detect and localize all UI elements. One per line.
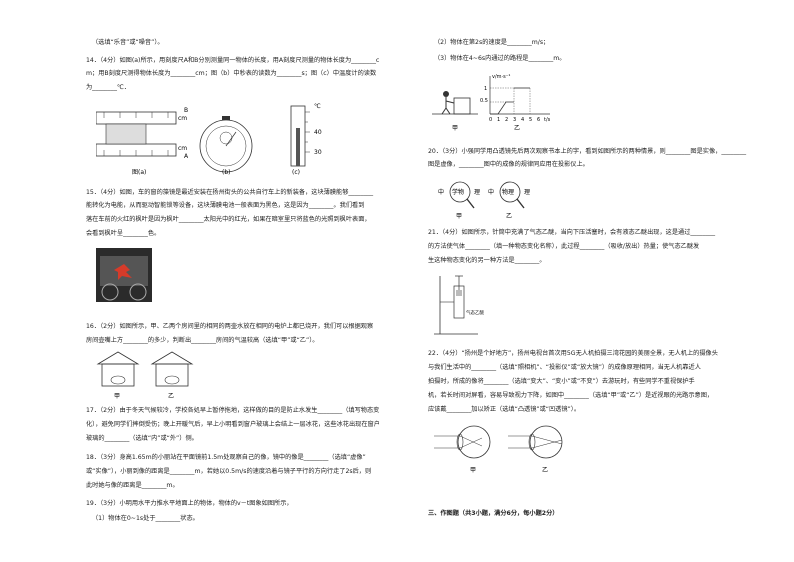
fig20-right-side2: 理 bbox=[524, 189, 530, 196]
graph-x0: 0 bbox=[489, 117, 492, 123]
q22-line1: 22．（4分）“扬州是个好地方”，扬州电视台首次用5G无人机拍摄三湾花园的美丽全… bbox=[428, 350, 718, 357]
thermo-40: 40 bbox=[314, 129, 322, 136]
house-jia: 甲 bbox=[96, 351, 140, 400]
q14-line2: m；用B刻度尺测得物体长度为________cm；图（b）中秒表的读数为____… bbox=[86, 70, 377, 77]
ruler-figure-a: cm cm B A 图(a) bbox=[96, 107, 189, 176]
ruler-b-label: B bbox=[184, 107, 188, 114]
ruler-b-unit: cm bbox=[178, 115, 187, 122]
fig20-left-side2: 中 bbox=[488, 188, 494, 196]
fig20-right-side: 理 bbox=[474, 189, 480, 196]
q13-tail: （选填“乐音”或“噪音”）。 bbox=[92, 39, 164, 46]
caption-a: 图(a) bbox=[132, 169, 146, 176]
fig20-left-side: 中 bbox=[438, 188, 444, 196]
q18-line2: 或“实像”），小丽到像的距离是________m，若她以0.5m/s的速度沿着与… bbox=[86, 468, 372, 475]
graph-x4: 4 bbox=[521, 117, 524, 123]
q22-line4: 机，若长时间对屏看，容易导致视力下降，如图中________（选填“甲”或“乙”… bbox=[428, 392, 714, 399]
ruler-a-unit: cm bbox=[178, 145, 187, 152]
fig21-label: 气态乙醚 bbox=[466, 309, 484, 316]
fig19-jia: 甲 bbox=[452, 125, 458, 132]
graph-y1: 1 bbox=[484, 86, 487, 92]
house-jia-caption: 甲 bbox=[114, 393, 120, 400]
q15-line1: 15．（4分）如图，车的窗的藻镜是最近安装在扬州街头的公共自行车上的新装备，这块… bbox=[86, 189, 374, 196]
fig22-yi: 乙 bbox=[542, 467, 548, 474]
push-box-figure: 甲 bbox=[432, 91, 478, 132]
caption-c: (c) bbox=[292, 169, 300, 176]
q16-line1: 16．（2分）如图所示，甲、乙两个房间里的相同的两壶水放在相同的电炉上都已烧开，… bbox=[86, 323, 374, 330]
lens-jia: 中 学物 理 甲 bbox=[438, 181, 480, 220]
fig20-yi: 乙 bbox=[506, 213, 512, 220]
q17-line2: 化），避免同学们摔倒受伤；晚上开暖气后，早上小明看到窗户玻璃上会结上一层冰花，这… bbox=[86, 421, 380, 428]
q22-line2: 与我们生活中的________（选填“照相机”、“投影仪”或“放大镜”）的成像原… bbox=[428, 364, 701, 371]
q17-line3: 玻璃的________（选填“内”或“外”）侧。 bbox=[86, 435, 198, 442]
q20-line1: 20．（3分）小强同学用凸透镜先后两次观察书本上的字，看到如图所示的两种情景，则… bbox=[428, 148, 747, 155]
house-yi-caption: 乙 bbox=[168, 393, 174, 400]
q18-line3: 此时她与像的距离是________m。 bbox=[86, 482, 179, 489]
house-yi: 乙 bbox=[150, 351, 194, 400]
thermo-unit: ℃ bbox=[314, 103, 321, 110]
figure-22-eyes: 甲 乙 bbox=[434, 425, 563, 474]
red-leaf-icon bbox=[114, 264, 132, 280]
q22-line5: 应该戴________加以矫正（选填“凸透镜”或“凹透镜”）。 bbox=[428, 406, 581, 413]
fig19-yi: 乙 bbox=[514, 125, 520, 132]
figure-20: 中 学物 理 甲 中 物理 理 乙 bbox=[438, 181, 530, 220]
eye-yi: 乙 bbox=[508, 425, 563, 474]
caption-b: (b) bbox=[222, 169, 231, 176]
q19-sub2: （2）物体在第2s的速度是________m/s； bbox=[434, 39, 550, 46]
figure-19: 甲 v/m·s⁻¹ 1 0.5 0 1 2 3 4 bbox=[432, 74, 551, 132]
q19-sub3: （3）物体在4~6s内通过的路程是________m。 bbox=[434, 55, 566, 62]
figure-16-houses: 甲 乙 bbox=[96, 351, 194, 400]
right-column: （2）物体在第2s的速度是________m/s； （3）物体在4~6s内通过的… bbox=[428, 0, 773, 562]
q16-line2: 房间壶嘴上方________的多少，判断出________房间的气温较高（选填“… bbox=[86, 337, 319, 344]
q21-line3: 生这种物态变化的另一种方法是________。 bbox=[428, 257, 546, 264]
thermometer-figure-c: ℃ 40 30 (c) bbox=[290, 103, 322, 176]
fig20-jia: 甲 bbox=[456, 213, 462, 220]
stopwatch-figure-b: (b) bbox=[199, 116, 253, 176]
graph-y05: 0.5 bbox=[480, 98, 488, 104]
q15-line4: 会看到枫叶呈________色。 bbox=[86, 230, 161, 237]
fig22-jia: 甲 bbox=[470, 467, 476, 474]
q21-line2: 的方法使气体________（填一种物态变化名称），此过程________（吸收… bbox=[428, 243, 700, 250]
lens-yi: 中 物理 理 乙 bbox=[488, 181, 530, 220]
q20-line2: 图是虚像，________图中的成像的规律同应用在投影仪上。 bbox=[428, 161, 589, 168]
figure-21-syringe: 气态乙醚 bbox=[434, 275, 484, 335]
q21-line1: 21．（4分）如图所示，针筒中充满了气态乙醚，当向下压活塞时，会有液态乙醚出现，… bbox=[428, 229, 716, 236]
graph-x6: 6 bbox=[537, 117, 540, 123]
graph-x3: 3 bbox=[513, 117, 516, 123]
q19-sub1: （1）物体在0~1s处于________状态。 bbox=[92, 515, 199, 522]
eye-jia: 甲 bbox=[434, 425, 491, 474]
graph-x5: 5 bbox=[529, 117, 532, 123]
ruler-a-label: A bbox=[184, 153, 189, 160]
fig20-right-text: 物理 bbox=[502, 188, 514, 196]
figure-14: cm cm B A 图(a) (b) bbox=[96, 103, 322, 176]
q17-line1: 17．（2分）由于冬天气候较冷，学校各処早上暂停拖地，这样做的目的是防止水发生_… bbox=[86, 407, 380, 414]
graph-xunit: t/s bbox=[544, 117, 551, 123]
vt-graph: v/m·s⁻¹ 1 0.5 0 1 2 3 4 5 6 t/s bbox=[480, 74, 551, 132]
q15-line3: 落在车前的火红的枫叶是因为枫叶________太阳光中的红光，如果在暗室里只将蓝… bbox=[86, 216, 371, 223]
q14-line1: 14．（4分）如图(a)所示，用刻度尺A和B分别测量同一物体的长度，用A刻度尺测… bbox=[86, 57, 380, 64]
q18-line1: 18．（3分）身高1.65m的小丽站在平面镜前1.5m处观察自己的像，镜中的像是… bbox=[86, 454, 366, 461]
thermo-30: 30 bbox=[314, 149, 322, 156]
q15-line2: 能转化为电能，从而驱动智能锁等设备，这块薄膜电池一般表面为黑色，这是因为____… bbox=[86, 202, 365, 209]
section-3-heading: 三、作图题（共3小题，满分6分，每小题2分） bbox=[428, 510, 559, 517]
bicycle-photo bbox=[96, 248, 152, 302]
graph-x1: 1 bbox=[497, 117, 500, 123]
q14-line3: 为________℃． bbox=[86, 84, 131, 91]
graph-ylabel: v/m·s⁻¹ bbox=[492, 74, 510, 80]
left-column: （选填“乐音”或“噪音”）。 14．（4分）如图(a)所示，用刻度尺A和B分别测… bbox=[86, 0, 416, 562]
q19-line1: 19．（3分）小明用水平力推水平地面上的物体，物体的v－t图象如图所示， bbox=[86, 500, 293, 507]
graph-x2: 2 bbox=[505, 117, 508, 123]
fig20-left-text: 学物 bbox=[452, 188, 464, 196]
q22-line3: 拍摄时，所成的像将________（选填“变大”、“变小”或“不变”）去游玩时，… bbox=[428, 378, 695, 385]
